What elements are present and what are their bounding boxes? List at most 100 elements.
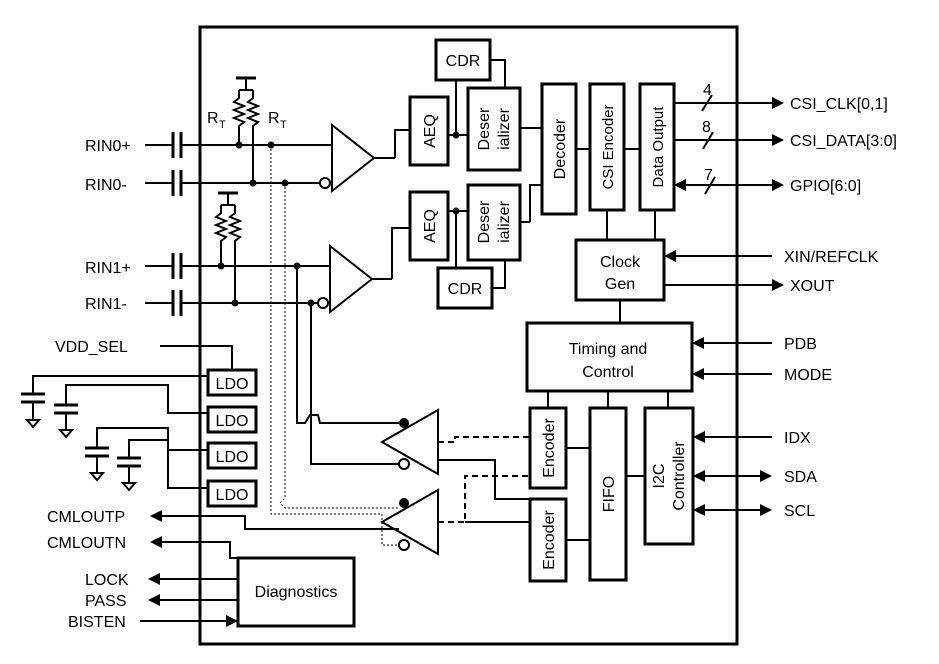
aeq-top-label: AEQ [422,114,439,148]
timing-control-label-1: Timing and [569,341,648,358]
i2c-controller-label-2: Controller [671,441,688,511]
rt-label-a-subscript: T [219,119,226,131]
decoder-label: Decoder [552,118,569,179]
clock-gen-block [574,238,666,302]
deserializer-bottom-label-1: Deser [476,200,493,243]
scl-right-arrow-icon [760,504,772,516]
deserializer-bottom-label-2: ializer [496,200,513,242]
pin-gpio: GPIO[6:0] [790,178,861,195]
pin-idx: IDX [784,430,811,447]
pin-sda: SDA [784,469,817,486]
rin1-minus-capacitor-icon [145,290,183,316]
pdb-arrow-icon [692,337,704,349]
input-amplifier-ch0-icon [331,122,376,194]
cmloutn-arrow-icon [150,536,162,548]
gpio-right-arrow-icon [772,179,784,191]
cmloutp-arrow-icon [150,510,162,522]
rin1-plus-capacitor-icon [145,253,183,279]
i2c-controller-label-1: I2C [651,464,668,489]
pin-pass: PASS [85,593,127,610]
pin-lock: LOCK [85,572,129,589]
xout-arrow-icon [772,279,784,291]
csi-clk-bus-width: 4 [703,82,712,99]
ldo-2-label: LDO [216,413,249,430]
output-driver-bottom-icon [379,488,439,556]
gpio-left-arrow-icon [674,179,686,191]
pin-cmloutn: CMLOUTN [47,535,126,552]
decoder-block [540,82,578,216]
pin-mode: MODE [784,367,832,384]
ldo-1-block [206,368,258,397]
ldo-1-capacitor-icon [21,375,208,429]
pin-xin-refclk: XIN/REFCLK [784,249,879,266]
input-amplifier-ch1-icon [329,243,374,315]
csi-data-bus-width: 8 [702,119,711,136]
lock-arrow-icon [148,573,160,585]
diagnostics-block [236,556,356,628]
xin-arrow-icon [664,250,676,262]
data-output-label: Data Output [650,106,667,188]
pin-xout: XOUT [790,278,835,295]
ldo-3-capacitor-icon [85,427,208,482]
csi-clk-arrow-icon [772,97,784,109]
csi-data-arrow-icon [772,134,784,146]
ldo-4-capacitor-icon [117,439,208,492]
ldo-1-label: LDO [216,376,249,393]
bisten-arrow-icon [226,615,238,627]
cdr-bottom-label: CDR [448,281,483,298]
aeq-bottom-label: AEQ [422,209,439,243]
chip-outline [198,25,739,646]
deserializer-top-label-2: ializer [496,107,513,149]
ldo-2-block [206,405,258,434]
mode-arrow-icon [692,368,704,380]
termination-resistors-ch1-icon [213,191,243,303]
ldo-4-block [206,479,258,508]
gpio-bus-width: 7 [704,167,713,184]
sda-right-arrow-icon [760,470,772,482]
pin-csi-clk: CSI_CLK[0,1] [790,96,888,113]
fifo-block [588,406,628,582]
ldo-3-block [206,441,258,470]
pin-rin0-minus: RIN0- [85,177,127,194]
diagnostics-label: Diagnostics [255,584,338,601]
timing-control-label-2: Control [582,364,634,381]
pin-csi-data: CSI_DATA[3:0] [790,133,897,150]
pin-rin0-plus: RIN0+ [85,138,131,155]
aeq-bottom-block [408,190,450,262]
timing-control-block [525,321,694,393]
sda-left-arrow-icon [693,470,705,482]
pin-vdd-sel: VDD_SEL [55,339,128,356]
ldo-3-label: LDO [216,449,249,466]
deserializer-bottom-block [466,183,522,262]
rin0-plus-capacitor-icon [145,132,183,158]
rt-label-b: R [268,110,280,127]
pin-pdb: PDB [784,336,817,353]
scl-left-arrow-icon [693,504,705,516]
deserializer-top-block [466,86,522,172]
pin-scl: SCL [784,503,815,520]
clock-gen-label-2: Gen [605,276,635,293]
pin-rin1-plus: RIN1+ [85,260,131,277]
clock-gen-label-1: Clock [600,254,641,271]
pass-arrow-icon [148,594,160,606]
encoder-top-label: Encoder [541,418,558,478]
encoder-top-block [528,406,568,490]
deserializer-top-label-1: Deser [476,107,493,150]
ldo-4-label: LDO [216,487,249,504]
fifo-label: FIFO [601,476,618,512]
cdr-top-block [434,38,492,82]
ldo-2-capacitor-icon [54,384,208,439]
encoder-bottom-label: Encoder [541,510,558,570]
pin-rin1-minus: RIN1- [85,296,127,313]
pin-cmloutp: CMLOUTP [47,509,125,526]
rt-label-a: R [207,110,219,127]
i2c-controller-block [643,406,695,546]
rin0-minus-capacitor-icon [145,170,183,196]
data-output-block [638,82,676,212]
termination-resistors-ch0-icon [231,76,261,183]
csi-encoder-label: CSI Encoder [600,104,617,189]
rt-label-b-subscript: T [280,119,287,131]
pin-bisten: BISTEN [68,614,126,631]
aeq-top-block [408,95,450,167]
